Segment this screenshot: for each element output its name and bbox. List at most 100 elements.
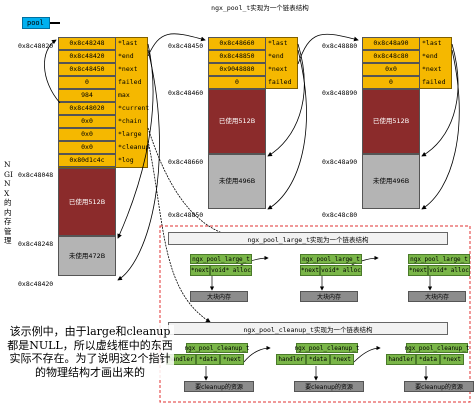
col1-top-addr: 0x8c48020	[18, 42, 54, 50]
col1-row-value: 0x0	[58, 128, 116, 141]
cleanup-node-next: *next	[220, 354, 244, 365]
col1-row-value: 0x80d1c4c	[58, 154, 116, 167]
col1-row-value: 0x8c48248	[58, 37, 116, 50]
col1-row-value: 0x8c48450	[58, 63, 116, 76]
col2-last-arrow	[267, 43, 305, 157]
large-node-header-text: ngx_pool_large_t	[302, 255, 360, 263]
large-node-next: *next	[300, 265, 320, 276]
col2-row-field: *end	[268, 52, 284, 60]
col2-row-field: *next	[268, 65, 288, 73]
large-node-block: 大块内存	[408, 291, 466, 302]
side-label: NGINX的内存管理	[4, 160, 13, 245]
col2-top-addr: 0x8c48450	[168, 42, 204, 50]
cleanup-node-data-text: *data	[198, 356, 218, 363]
col3-unused-label: 未使用496B	[372, 177, 410, 186]
col1-used-addr: 0x8c48048	[18, 171, 54, 179]
large-node-block-text: 大块内存	[206, 294, 231, 301]
col2-used-block: 已使用512B	[208, 89, 266, 154]
col3-bottom-addr: 0x8c48c80	[322, 211, 358, 219]
large-node-block-text: 大块内存	[316, 294, 341, 301]
cleanup-node-data: *data	[416, 354, 440, 365]
large-node-next: *next	[408, 265, 428, 276]
cleanup-node-handler-text: handler	[168, 356, 194, 363]
cleanup-node-header: ngx_pool_cleanup_t	[404, 343, 470, 353]
cleanup-node-next-text: *next	[222, 356, 242, 363]
col1-row-field: max	[118, 91, 130, 99]
col3-row-field: *next	[422, 65, 442, 73]
large-node-block: 大块内存	[190, 291, 248, 302]
col3-row-value: 0x8c48c80	[362, 50, 420, 63]
col1-row-field: *large	[118, 130, 142, 138]
cleanup-node-data: *data	[306, 354, 330, 365]
col1-row-value: 0	[58, 76, 116, 89]
col1-row-field: *chain	[118, 117, 142, 125]
col1-row-field: *end	[118, 52, 134, 60]
col2-row-value: 0x8c48660	[208, 37, 266, 50]
col1-row-field: *next	[118, 65, 138, 73]
col2-unused-addr: 0x8c48660	[168, 158, 204, 166]
col1-unused-addr: 0x8c48248	[18, 240, 54, 248]
cleanup-node-block: 要cleanup的资源	[404, 381, 474, 392]
cleanup-node-block-text: 要cleanup的资源	[195, 384, 243, 391]
col1-row-field: failed	[118, 78, 142, 86]
large-node-alloc: void* alloc	[320, 265, 362, 276]
main-title-text: ngx_pool_t实现为一个链表结构	[211, 3, 309, 12]
large-title-text: ngx_pool_large_t实现为一个链表结构	[247, 235, 369, 244]
col2-row-value: 0	[208, 76, 266, 89]
col1-row-field: *current	[118, 104, 150, 112]
cleanup-node-next: *next	[330, 354, 354, 365]
large-node-next-text: *next	[300, 267, 320, 274]
large-node-block-text: 大块内存	[424, 294, 449, 301]
main-title: ngx_pool_t实现为一个链表结构	[160, 1, 360, 12]
col2-row-value: 0x9048880	[208, 63, 266, 76]
large-node-alloc-text: void* alloc	[321, 267, 361, 274]
large-node-header: ngx_pool_large_t	[300, 254, 362, 264]
col1-used-block: 已使用512B	[58, 168, 116, 236]
col2-end-arrow	[267, 49, 307, 210]
large-node-header-text: ngx_pool_large_t	[192, 255, 250, 263]
cleanup-node-block: 要cleanup的资源	[184, 381, 254, 392]
col3-unused-block: 未使用496B	[362, 154, 420, 209]
cleanup-title: ngx_pool_cleanup_t实现为一个链表结构	[168, 322, 448, 335]
large-node-next-text: *next	[408, 267, 428, 274]
large-node-alloc: void* alloc	[210, 265, 252, 276]
large-title: ngx_pool_large_t实现为一个链表结构	[168, 232, 448, 245]
cleanup-node-block-text: 要cleanup的资源	[415, 384, 463, 391]
cleanup-node-header: ngx_pool_cleanup_t	[184, 343, 250, 353]
col1-unused-block: 未使用472B	[58, 236, 116, 276]
cleanup-node-block: 要cleanup的资源	[294, 381, 364, 392]
col2-row-value: 0x8c48850	[208, 50, 266, 63]
col3-used-addr: 0x8c48890	[322, 89, 358, 97]
col1-row-value: 0x0	[58, 141, 116, 154]
col2-used-label: 已使用512B	[218, 117, 256, 126]
col1-row-value: 0x0	[58, 115, 116, 128]
col2-unused-label: 未使用496B	[218, 177, 256, 186]
large-node-alloc-text: void* alloc	[211, 267, 251, 274]
large-node-alloc-text: void* alloc	[429, 267, 469, 274]
cleanup-title-text: ngx_pool_cleanup_t实现为一个链表结构	[243, 325, 373, 334]
cleanup-node-header-text: ngx_pool_cleanup_t	[294, 344, 360, 352]
cleanup-node-data-text: *data	[418, 356, 438, 363]
pool-tag-arrow	[50, 22, 60, 24]
dashed-region	[159, 225, 471, 403]
col1-used-label: 已使用512B	[68, 197, 106, 206]
col2-row-field: failed	[268, 78, 292, 86]
large-node-header: ngx_pool_large_t	[408, 254, 470, 264]
cleanup-node-header-text: ngx_pool_cleanup_t	[184, 344, 250, 352]
col1-row-value: 984	[58, 89, 116, 102]
cleanup-node-handler-text: handler	[278, 356, 304, 363]
cleanup-node-handler: handler	[386, 354, 416, 365]
large-node-next: *next	[190, 265, 210, 276]
large-node-header: ngx_pool_large_t	[190, 254, 252, 264]
col1-unused-label: 未使用472B	[68, 251, 106, 260]
cleanup-node-block-text: 要cleanup的资源	[305, 384, 353, 391]
cleanup-node-next: *next	[440, 354, 464, 365]
col2-bottom-addr: 0x8c48850	[168, 211, 204, 219]
col3-row-field: *last	[422, 39, 442, 47]
col3-last-arrow	[421, 43, 459, 157]
col1-row-field: *log	[118, 156, 134, 164]
col3-end-arrow	[421, 49, 460, 210]
cleanup-node-handler: handler	[276, 354, 306, 365]
col1-row-value: 0x8c48020	[58, 102, 116, 115]
